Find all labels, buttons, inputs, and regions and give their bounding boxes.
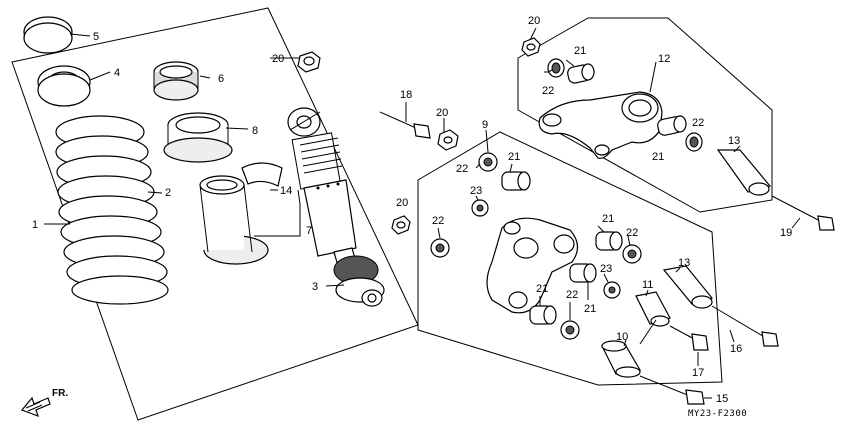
collar-13-upper-part [716, 149, 772, 196]
shock-absorber-part [287, 107, 385, 307]
seal-link-22a [478, 152, 498, 172]
nut-20-left-part [391, 215, 411, 235]
callout-5: 5 [93, 31, 99, 43]
callout-2: 2 [165, 187, 171, 199]
front-direction-label: FR. [52, 388, 68, 399]
callout-21-arm-a: 21 [574, 45, 586, 57]
callout-3: 3 [312, 281, 318, 293]
callout-1: 1 [32, 219, 38, 231]
callout-21-arm-b: 21 [652, 151, 664, 163]
callout-22-link-c: 22 [626, 227, 638, 239]
bushing-link-21d [529, 305, 557, 325]
collar-11-part [635, 291, 671, 327]
seal-link-22b [430, 238, 450, 258]
callout-23-a: 23 [470, 185, 482, 197]
clip-part [241, 162, 283, 187]
collar-13-lower-part [662, 265, 714, 309]
callout-20-mid: 20 [436, 107, 448, 119]
callout-12: 12 [658, 53, 670, 65]
spring-part [55, 115, 169, 305]
callout-22-arm-b: 22 [692, 117, 704, 129]
callout-20-top: 20 [272, 53, 284, 65]
callout-7: 7 [306, 225, 312, 237]
leader-lines [44, 27, 801, 399]
callout-13-upper: 13 [728, 135, 740, 147]
nut-20-arm-part [521, 37, 541, 57]
shock-arm-part [538, 91, 663, 159]
seal-link-22d [560, 320, 580, 340]
callout-6: 6 [218, 73, 224, 85]
seal-link-23a [471, 199, 489, 217]
seal-upper-2 [685, 132, 703, 152]
callout-22-link-a: 22 [456, 163, 468, 175]
collar-10-part [601, 340, 641, 378]
bolt-18-part [379, 111, 431, 139]
bushing-upper-1 [567, 63, 595, 84]
dust-cover-part [199, 175, 269, 265]
shock-link-part [486, 217, 579, 314]
callout-20-arm: 20 [528, 15, 540, 27]
callout-15: 15 [716, 393, 728, 405]
callout-22-link-b: 22 [432, 215, 444, 227]
seal-link-23b [603, 281, 621, 299]
lock-nut-part [23, 16, 73, 54]
callout-21-link-c: 21 [536, 283, 548, 295]
bolt-15-part [639, 375, 705, 405]
bushing-upper-2 [657, 115, 687, 136]
nut-20-top-part [297, 51, 321, 73]
callout-11: 11 [642, 279, 653, 291]
callout-4: 4 [114, 67, 120, 79]
seal-link-22c [622, 244, 642, 264]
bolt-17-part [669, 325, 709, 351]
bushing-link-21a [501, 171, 531, 191]
callout-8: 8 [252, 125, 258, 137]
callout-21-link-a: 21 [508, 151, 520, 163]
callout-21-link-d: 21 [584, 303, 596, 315]
callout-16: 16 [730, 343, 742, 355]
callout-22-arm-a: 22 [542, 85, 554, 97]
callout-17: 17 [692, 367, 704, 379]
callout-10: 10 [616, 331, 628, 343]
callout-23-b: 23 [600, 263, 612, 275]
bolt-16-part [711, 305, 779, 347]
callout-9: 9 [482, 119, 488, 131]
callout-22-link-d: 22 [566, 289, 578, 301]
bushing-link-21b [595, 231, 623, 251]
callout-19: 19 [780, 227, 792, 239]
front-direction-arrow [20, 396, 51, 418]
callout-20-left: 20 [396, 197, 408, 209]
callout-21-link-b: 21 [602, 213, 614, 225]
diagram-code: MY23-F2300 [688, 409, 747, 419]
bushing-link-21c [569, 263, 597, 283]
nut-20-mid-part [437, 129, 459, 151]
callout-labels: 1 2 3 4 5 6 7 8 9 10 11 12 13 13 14 15 1… [32, 15, 792, 405]
callout-18: 18 [400, 89, 412, 101]
callout-14: 14 [280, 185, 292, 197]
callout-13-lower: 13 [678, 257, 690, 269]
adjuster-nut-part [37, 65, 91, 107]
seal-upper-1 [547, 58, 565, 78]
bolt-19-part [771, 195, 835, 231]
linkage-frame [417, 131, 723, 386]
spring-seat-part [153, 61, 199, 101]
stopper-part [163, 112, 233, 163]
